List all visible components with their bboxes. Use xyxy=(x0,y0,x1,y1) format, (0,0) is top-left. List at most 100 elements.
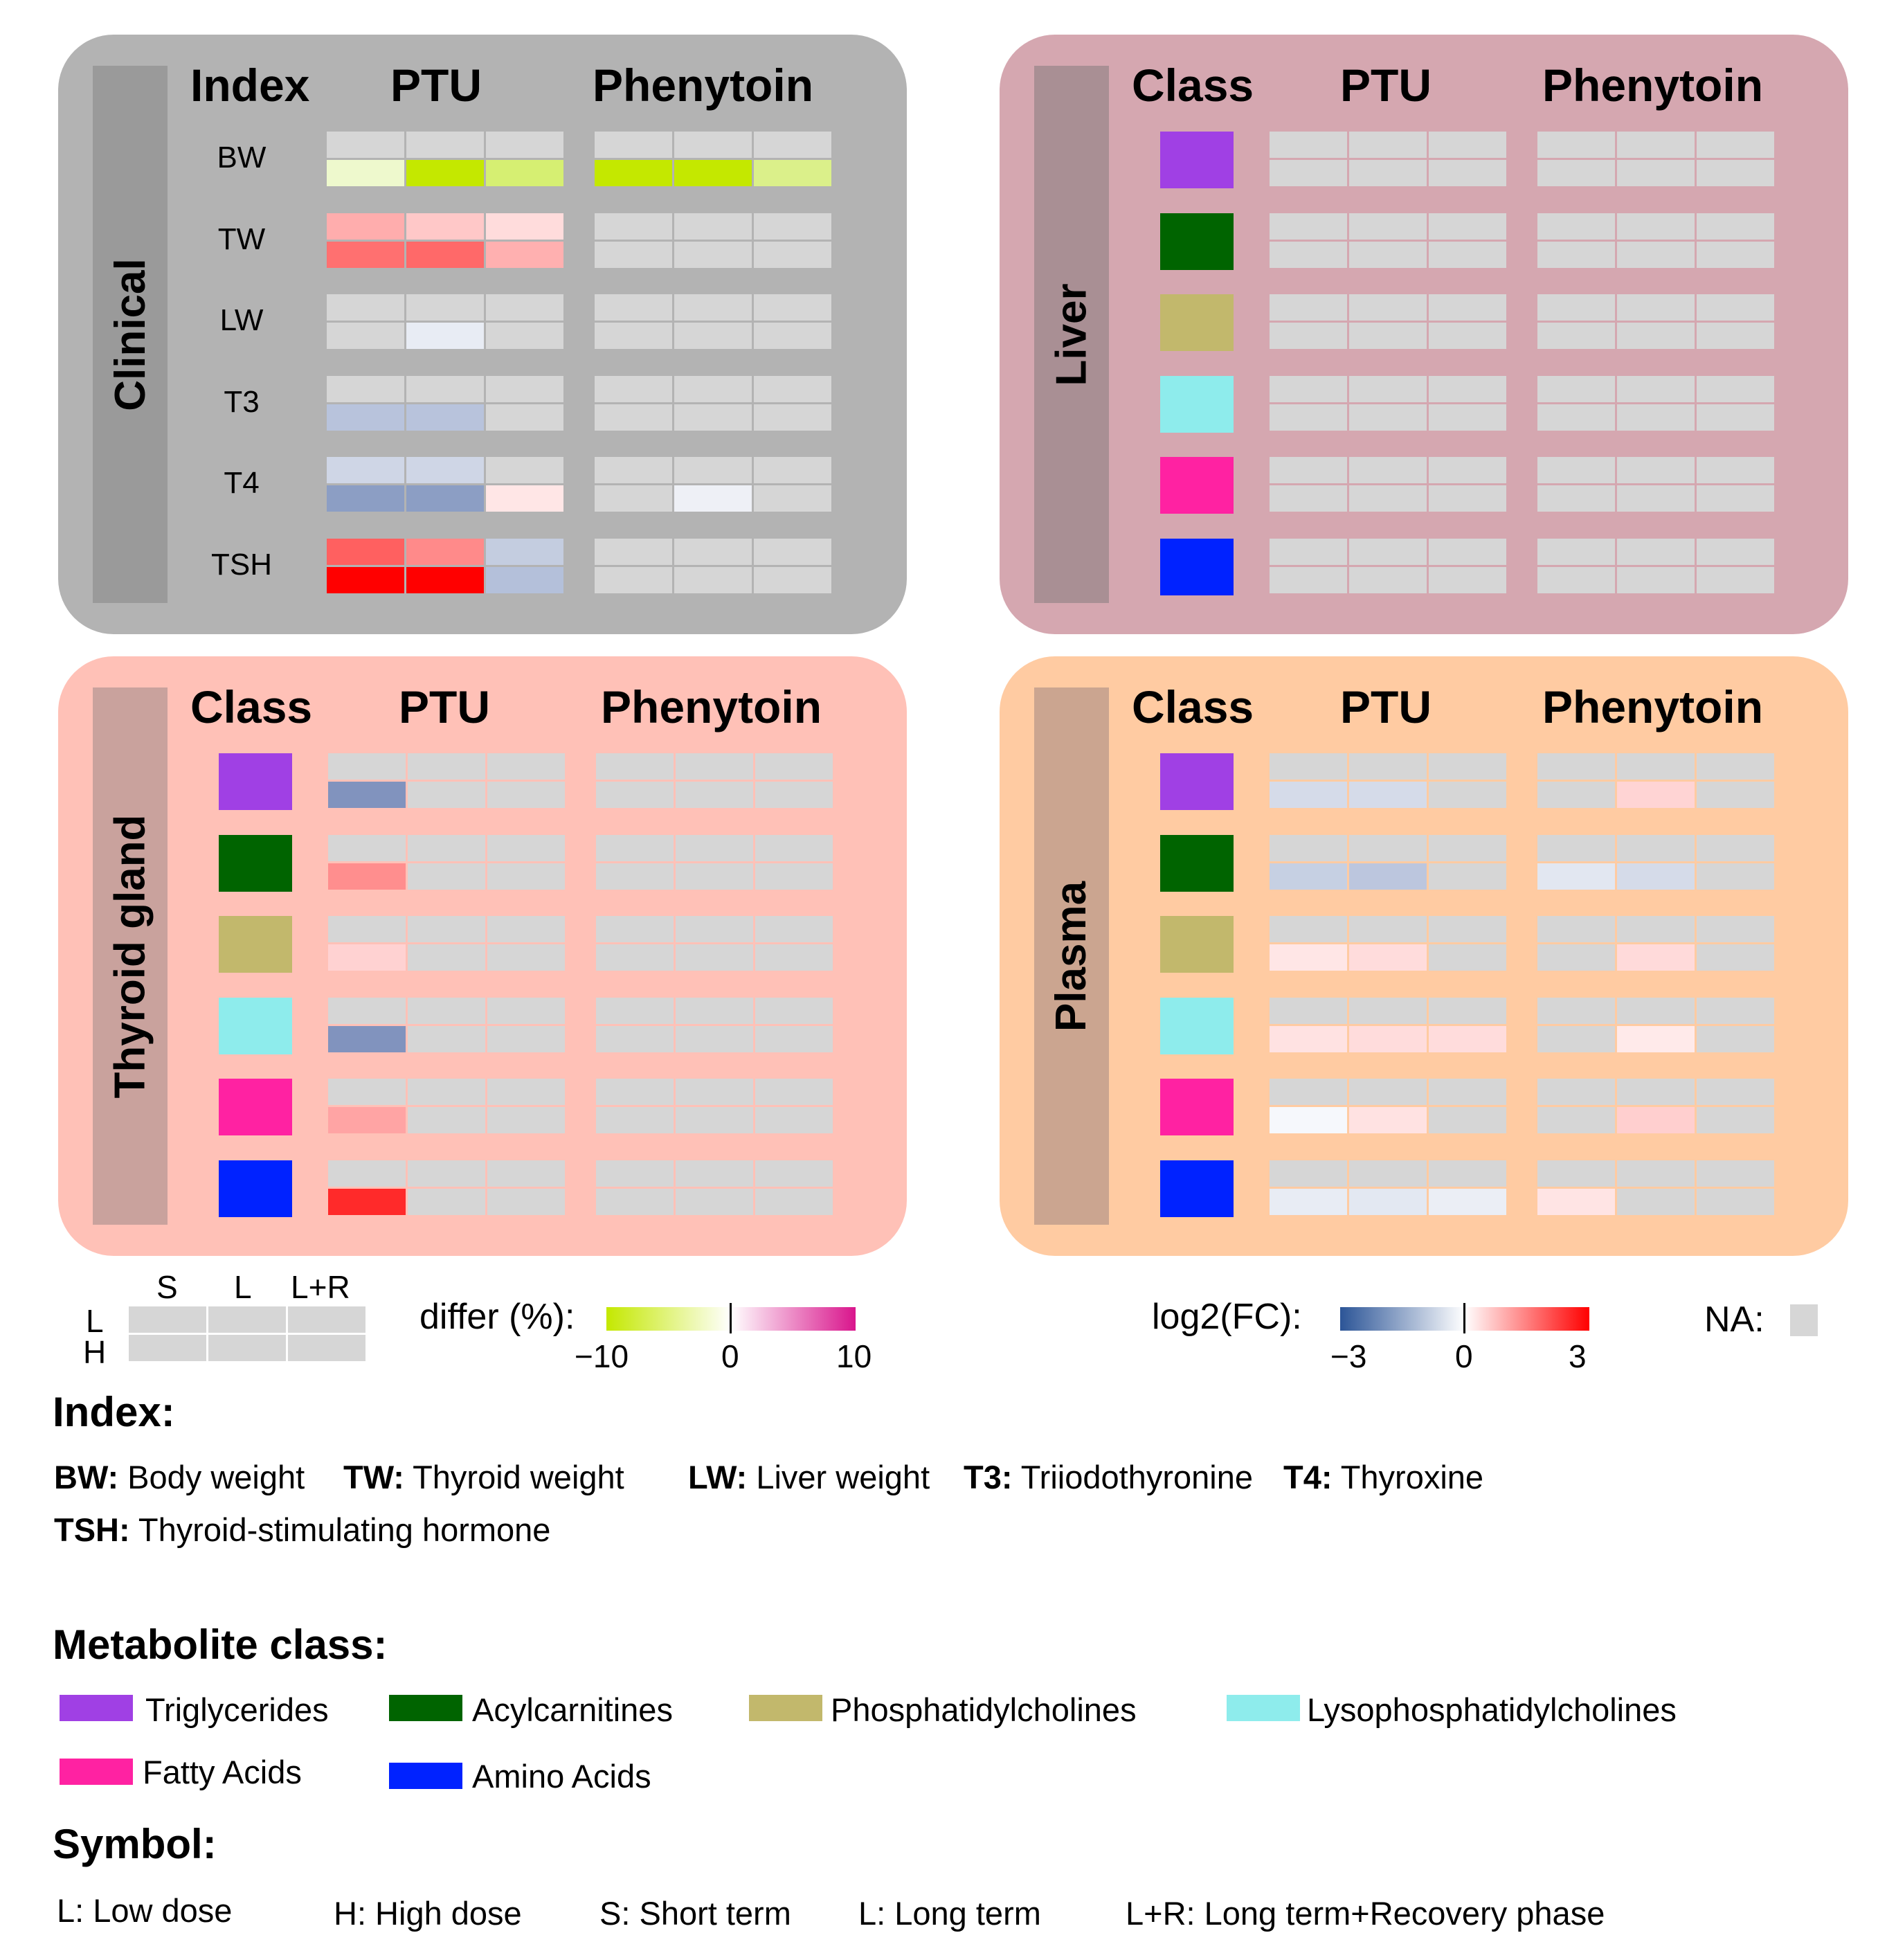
heatmap-cell xyxy=(1349,916,1427,942)
heatmap-cell xyxy=(1429,863,1506,890)
heatmap-cell xyxy=(1697,1160,1774,1187)
heatmap-cell xyxy=(1349,213,1427,240)
heatmap-cell xyxy=(674,323,752,349)
index-label: T3 xyxy=(224,384,260,419)
heatmap-cell xyxy=(406,323,484,349)
heatmap-cell xyxy=(754,213,831,240)
class-swatch xyxy=(1160,753,1234,810)
heatmap-cell xyxy=(595,404,672,431)
heatmap-cell xyxy=(1617,241,1695,268)
heatmap-cell xyxy=(674,375,752,402)
heatmap-cell xyxy=(1697,1025,1774,1052)
heatmap-cell xyxy=(1349,457,1427,483)
heatmap-cell xyxy=(676,753,753,780)
index-label: BW xyxy=(217,141,267,174)
heatmap-cell xyxy=(1617,863,1695,890)
heatmap-cell xyxy=(1429,1079,1506,1105)
class-swatch xyxy=(1160,1160,1234,1217)
class-legend-title: Metabolite class: xyxy=(53,1621,388,1668)
differ-tick-min: −10 xyxy=(575,1338,629,1374)
heatmap-cell xyxy=(487,1188,565,1215)
heatmap-cell xyxy=(754,375,831,402)
class-swatch xyxy=(219,1160,292,1217)
heatmap-cell xyxy=(406,132,484,158)
heatmap-cell xyxy=(595,241,672,268)
heatmap-cell xyxy=(1429,323,1506,349)
heatmap-cell xyxy=(1537,241,1615,268)
heatmap-cell xyxy=(1270,485,1347,512)
heatmap-cell xyxy=(1617,213,1695,240)
fc-scale-label: log2(FC): xyxy=(1152,1297,1302,1337)
heatmap-cell xyxy=(1270,566,1347,593)
heatmap-cell xyxy=(1537,1160,1615,1187)
fc-tick-max: 3 xyxy=(1569,1338,1587,1374)
ptu-header: PTU xyxy=(399,681,490,732)
heatmap-cell xyxy=(1697,566,1774,593)
heatmap-cell xyxy=(1429,916,1506,942)
heatmap-cell xyxy=(328,997,406,1024)
heatmap-cell xyxy=(487,1025,565,1052)
heatmap-cell xyxy=(755,944,833,971)
ptu-heatmap-block xyxy=(327,375,563,431)
index-label: TSH xyxy=(211,547,272,582)
liver-panel: Liver Class PTU Phenytoin xyxy=(1000,35,1848,634)
heatmap-cell xyxy=(1349,566,1427,593)
heatmap-cell xyxy=(406,566,484,593)
heatmap-cell xyxy=(1349,944,1427,971)
heatmap-cell xyxy=(327,241,404,268)
heatmap-cell xyxy=(1270,916,1347,942)
key-cell xyxy=(288,1306,365,1333)
phenytoin-header: Phenytoin xyxy=(1542,60,1764,111)
class-swatch xyxy=(1160,375,1234,433)
heatmap-cell xyxy=(755,863,833,890)
heatmap-cell xyxy=(595,213,672,240)
heatmap-cell xyxy=(1429,132,1506,158)
heatmap-cell xyxy=(1697,863,1774,890)
heatmap-cell xyxy=(1537,160,1615,186)
heatmap-cell xyxy=(1697,241,1774,268)
panel-sidebar: Plasma xyxy=(1034,687,1109,1225)
heatmap-cell xyxy=(1537,1025,1615,1052)
heatmap-cell xyxy=(1270,944,1347,971)
heatmap-cell xyxy=(1537,294,1615,321)
heatmap-cell xyxy=(1349,834,1427,861)
heatmap-cell xyxy=(328,1107,406,1133)
phenytoin-heatmap-block xyxy=(595,213,831,268)
class-swatch-phosphatidylcholines xyxy=(749,1695,822,1721)
heatmap-cell xyxy=(754,485,831,512)
heatmap-cell xyxy=(1349,404,1427,431)
heatmap-cell xyxy=(487,753,565,780)
heatmap-cell xyxy=(595,323,672,349)
heatmap-cell xyxy=(1349,241,1427,268)
heatmap-cell xyxy=(676,944,753,971)
heatmap-cell xyxy=(328,916,406,942)
ptu-heatmap-block xyxy=(1270,538,1506,593)
heatmap-cell xyxy=(406,538,484,565)
heatmap-cell xyxy=(327,375,404,402)
key-col-label-l: L xyxy=(234,1269,252,1305)
heatmap-cell xyxy=(1617,375,1695,402)
class-swatch-triglycerides xyxy=(60,1695,133,1721)
heatmap-cell xyxy=(755,1107,833,1133)
heatmap-cell xyxy=(1429,782,1506,808)
heatmap-cell xyxy=(1537,916,1615,942)
heatmap-cell xyxy=(1617,944,1695,971)
ptu-heatmap-block xyxy=(1270,1079,1506,1133)
class-swatch-acylcarnitines xyxy=(389,1695,462,1721)
heatmap-cell xyxy=(674,132,752,158)
fc-tick-zero: 0 xyxy=(1455,1338,1473,1374)
phenytoin-heatmap-block xyxy=(1537,916,1774,971)
key-cell xyxy=(208,1306,286,1333)
class-label-fatty-acids: Fatty Acids xyxy=(143,1754,302,1790)
heatmap-cell xyxy=(1429,834,1506,861)
heatmap-cell xyxy=(754,538,831,565)
ptu-heatmap-block xyxy=(1270,753,1506,808)
heatmap-cell xyxy=(596,1025,674,1052)
heatmap-cell xyxy=(1697,132,1774,158)
heatmap-cell xyxy=(327,566,404,593)
index-def-bw: BW: Body weight xyxy=(54,1459,305,1495)
heatmap-cell xyxy=(1617,457,1695,483)
heatmap-cell xyxy=(1270,457,1347,483)
key-cell xyxy=(129,1306,206,1333)
heatmap-cell xyxy=(486,485,563,512)
